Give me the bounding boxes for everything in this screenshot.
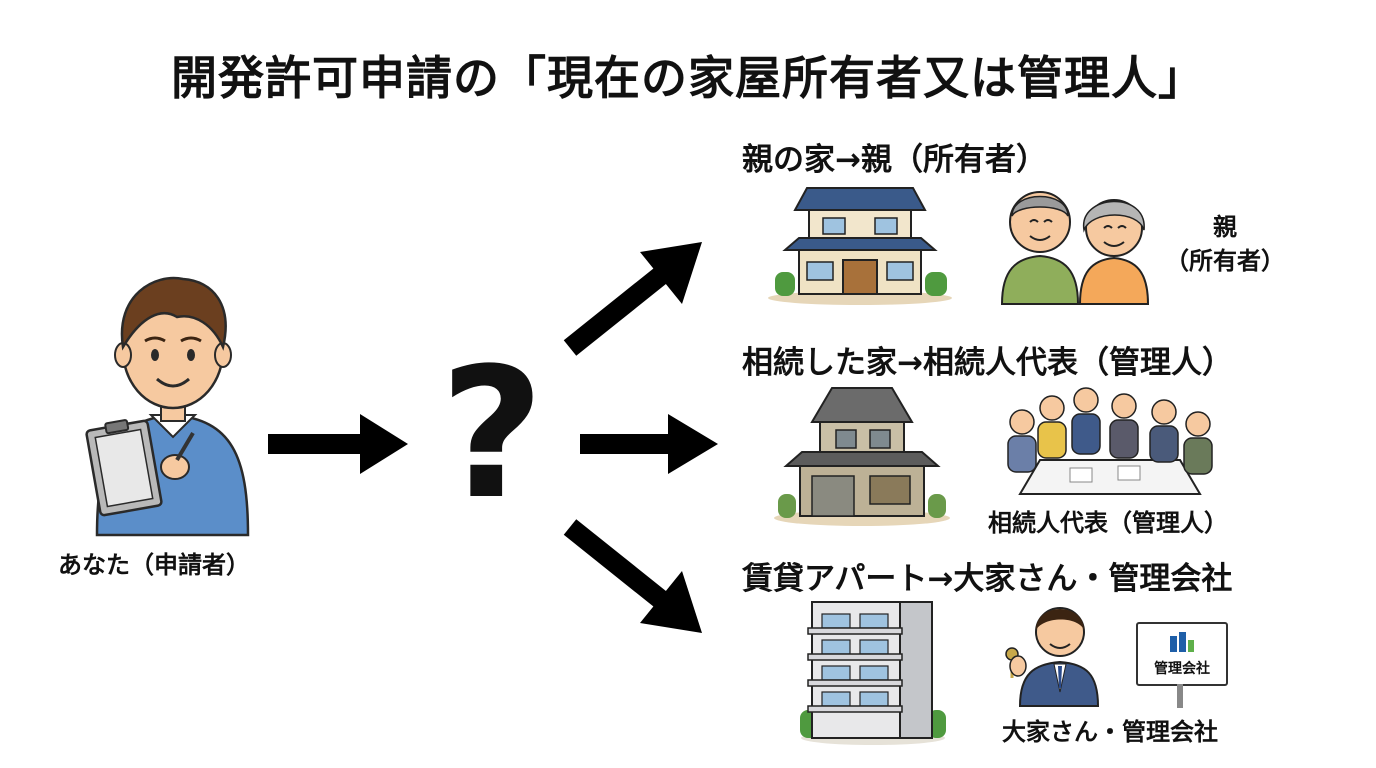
case-heading-parents-house: 親の家→親（所有者） bbox=[742, 142, 1047, 178]
sign-text: 管理会社 bbox=[1154, 661, 1210, 677]
arrow-right-icon bbox=[268, 414, 408, 474]
landlord-illustration bbox=[1005, 607, 1100, 707]
question-mark-icon: ? bbox=[439, 330, 545, 539]
case-heading-rental-apartment: 賃貸アパート→大家さん・管理会社 bbox=[742, 561, 1233, 597]
building-logo-icon bbox=[1170, 632, 1194, 652]
parents-owner-label: 親 （所有者） bbox=[1165, 210, 1285, 278]
arrow-up-right-icon bbox=[563, 242, 702, 356]
landlord-company-label: 大家さん・管理会社 bbox=[1002, 718, 1218, 746]
apartment-building-illustration bbox=[800, 601, 946, 745]
page-title: 開発許可申請の「現在の家屋所有者又は管理人」 bbox=[171, 51, 1205, 105]
management-company-sign: 管理会社 bbox=[1136, 622, 1228, 686]
sign-pole bbox=[1177, 684, 1183, 708]
arrow-down-right-icon bbox=[563, 519, 702, 633]
parents-label: 親 bbox=[1213, 213, 1237, 241]
arrow-right-icon bbox=[580, 414, 718, 474]
old-house-illustration bbox=[774, 387, 950, 526]
heir-representative-label: 相続人代表（管理人） bbox=[988, 509, 1228, 537]
case-heading-inherited-house: 相続した家→相続人代表（管理人） bbox=[742, 345, 1233, 381]
applicant-illustration bbox=[85, 276, 250, 537]
traditional-house-illustration bbox=[768, 187, 952, 305]
elderly-parents-illustration bbox=[1000, 191, 1150, 305]
applicant-label: あなた（申請者） bbox=[58, 551, 250, 579]
owner-label: （所有者） bbox=[1165, 247, 1285, 275]
heirs-meeting-illustration bbox=[1007, 387, 1213, 495]
